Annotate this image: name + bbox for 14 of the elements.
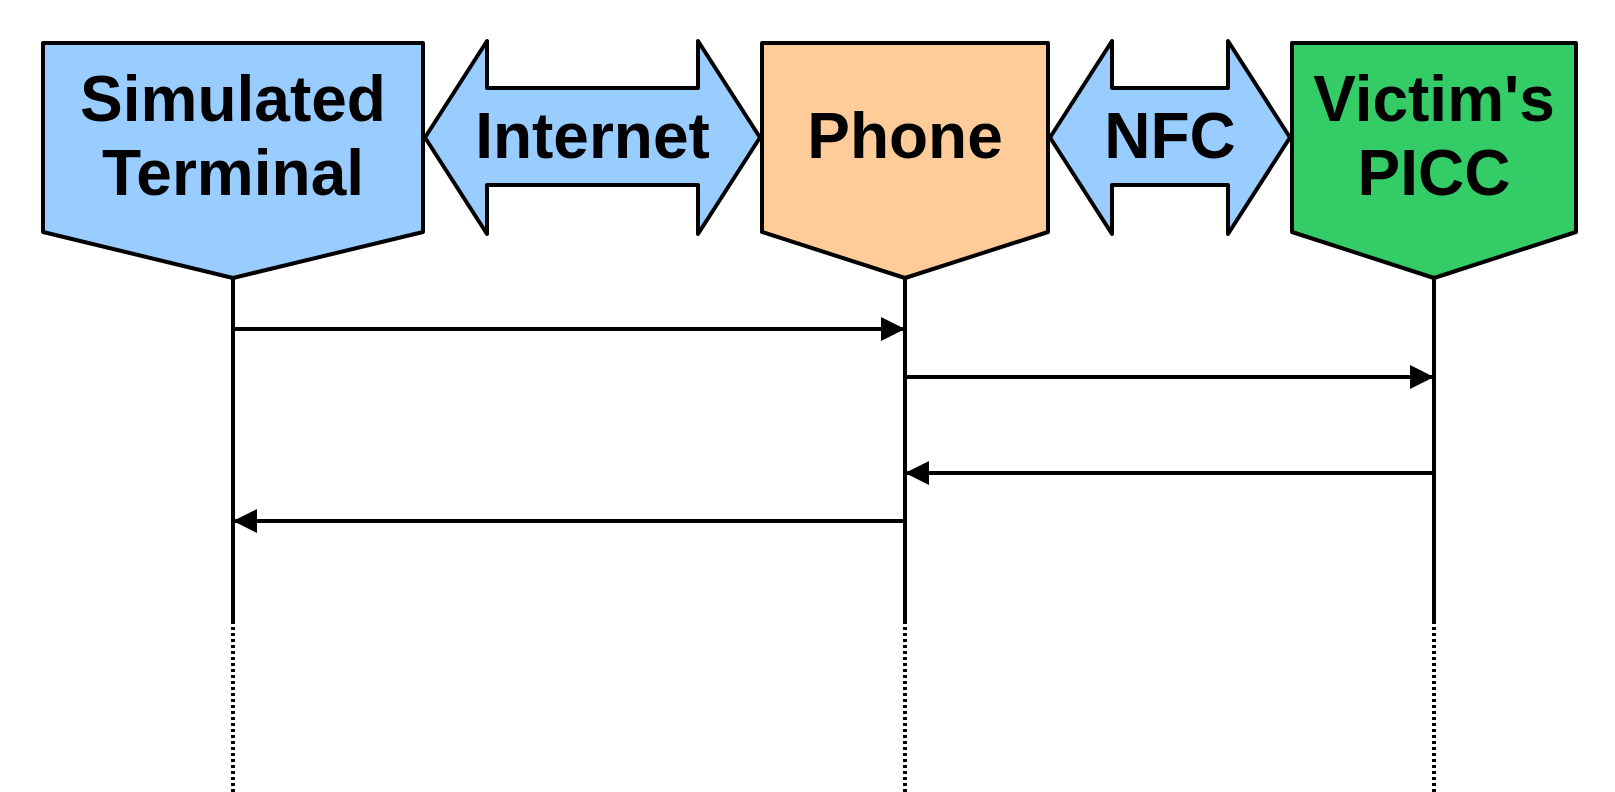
message-arrow xyxy=(905,461,1434,485)
participant xyxy=(41,41,425,792)
edge-label: NFC xyxy=(1104,99,1236,174)
double-arrow xyxy=(1048,39,1292,236)
participant xyxy=(1290,41,1578,792)
message-arrow xyxy=(233,509,905,533)
participant xyxy=(760,41,1050,792)
participant-name: Simulated Terminal xyxy=(79,62,387,211)
participant-name: Victim's PICC xyxy=(1312,62,1556,211)
participant-name: Phone xyxy=(807,99,1003,174)
double-arrow xyxy=(423,39,762,236)
edge-label: Internet xyxy=(475,99,710,174)
message-arrow xyxy=(233,317,905,341)
message-arrow xyxy=(905,365,1434,389)
